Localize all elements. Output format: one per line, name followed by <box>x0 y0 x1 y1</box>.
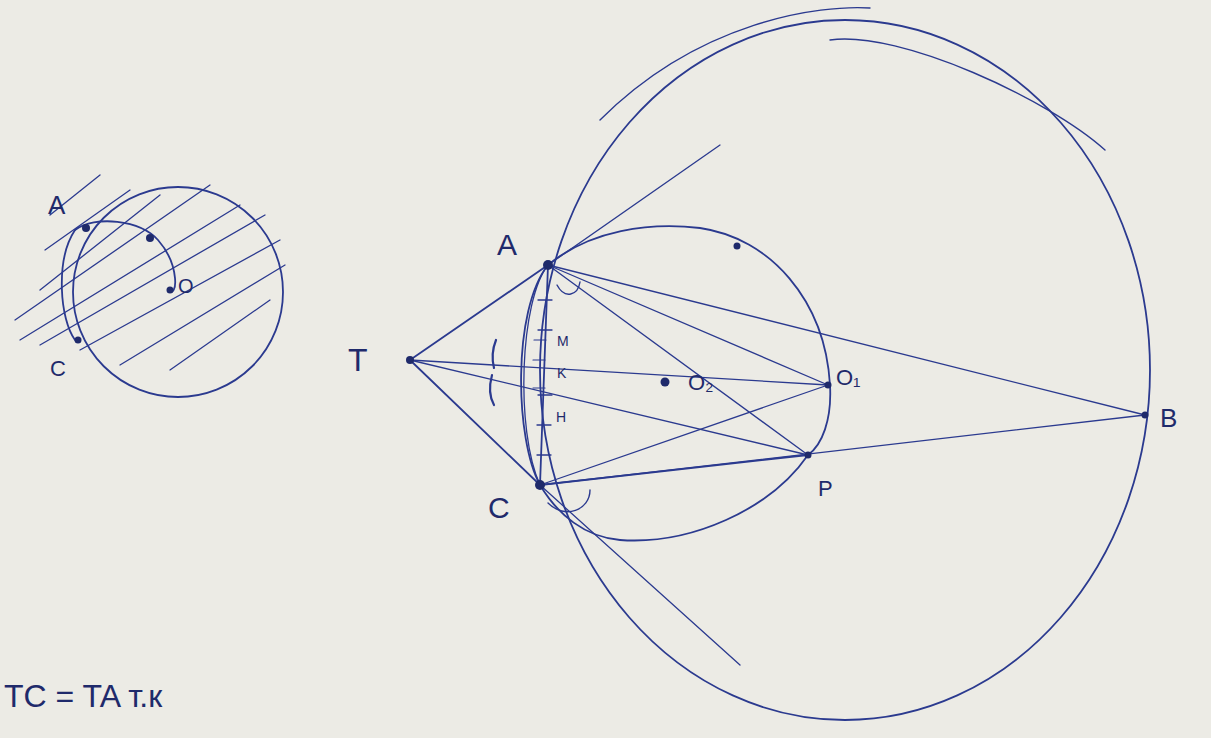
segment <box>410 265 548 360</box>
segment <box>540 265 548 485</box>
segment <box>410 360 808 455</box>
hatching <box>15 175 285 370</box>
segment <box>540 385 828 485</box>
point-label: T <box>348 344 368 376</box>
arc <box>62 230 75 340</box>
segment <box>410 360 540 485</box>
arc <box>524 265 548 485</box>
segment <box>548 265 1145 415</box>
segment <box>410 360 828 385</box>
circle <box>73 187 283 397</box>
point-label: C <box>50 358 66 380</box>
tangent <box>540 485 740 665</box>
point-label: K <box>557 366 566 380</box>
point-label: H <box>556 410 566 424</box>
segment <box>540 415 1145 485</box>
point-label: A <box>48 192 65 218</box>
overstroke <box>600 8 1105 150</box>
point-label: O <box>178 276 194 296</box>
point-label: M <box>557 334 569 348</box>
angle-mark <box>557 282 580 294</box>
tangent <box>548 145 720 265</box>
note-text: TC = TA т.к <box>4 680 162 712</box>
angle-mark <box>548 490 590 512</box>
arc <box>75 221 175 291</box>
point-label: C <box>488 493 510 523</box>
point-label: O₁ <box>836 367 861 389</box>
mark <box>490 340 496 405</box>
small-circle <box>521 226 830 540</box>
point-label: P <box>818 478 833 500</box>
big-circle <box>540 20 1150 720</box>
segment <box>548 265 828 385</box>
point-label: A <box>497 230 517 260</box>
tick-marks <box>533 340 546 388</box>
point-label: B <box>1160 405 1177 431</box>
point-label: O₂ <box>688 372 714 394</box>
segment <box>540 455 808 485</box>
tick-marks <box>537 300 552 455</box>
